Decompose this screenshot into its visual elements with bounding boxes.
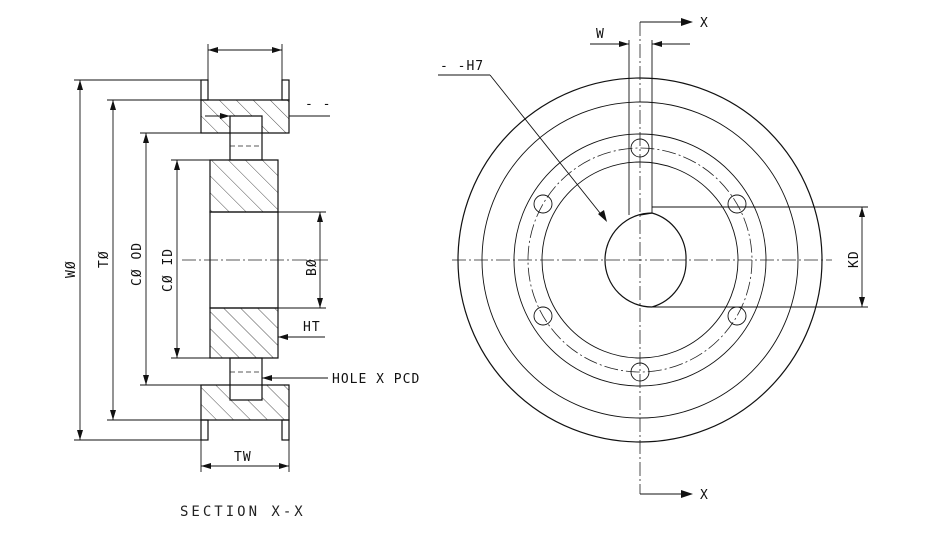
dim-top-width (207, 44, 283, 80)
label-dashes: - - (305, 97, 331, 112)
bottom-flange (200, 419, 209, 441)
label-wo: WØ (64, 260, 79, 278)
hatch-top-inner (209, 159, 279, 213)
bolt-hole-upper-right (727, 194, 747, 214)
dim-top-dash (205, 113, 330, 119)
dim-ht (278, 334, 325, 340)
section-caption: SECTION X-X (180, 504, 306, 520)
bolt-hole-upper-left (533, 194, 553, 214)
keyway-bottom (639, 212, 653, 216)
h7-leader (438, 74, 607, 222)
section-marker-bottom (640, 490, 693, 498)
dim-bo (278, 211, 326, 309)
dim-w (590, 41, 690, 47)
label-x-top: X (700, 16, 709, 31)
step-top (229, 132, 263, 161)
label-cid: CØ ID (161, 248, 176, 292)
label-x-bottom: X (700, 488, 709, 503)
dim-to (107, 99, 201, 421)
bottom-flange-right (281, 419, 290, 441)
label-to: TØ (97, 250, 112, 268)
dim-cod (140, 132, 230, 386)
label-tw: TW (234, 450, 252, 465)
dim-tw (200, 440, 290, 472)
step-bottom (229, 357, 263, 386)
label-kd: KD (847, 250, 862, 268)
top-flange-right (281, 79, 290, 101)
dim-cid (171, 159, 210, 359)
label-bo: BØ (305, 258, 320, 276)
front-view: W X X - -H7 KD (438, 16, 868, 503)
bolt-hole-lower-left (533, 306, 553, 326)
section-view: WØ TØ CØ OD CØ ID BØ HT TW HOLE X PCD - … (64, 44, 420, 520)
hole-pcd-leader (262, 375, 328, 381)
label-hole-pcd: HOLE X PCD (332, 372, 420, 387)
label-ht: HT (303, 320, 321, 335)
bolt-hole-lower-right (727, 306, 747, 326)
hatch-bottom-inner (209, 307, 279, 359)
top-flange (200, 79, 209, 101)
hatch-top-outer (200, 99, 290, 134)
dim-wo (74, 79, 201, 441)
label-cod: CØ OD (130, 242, 145, 286)
dim-kd (652, 206, 868, 308)
label-w: W (596, 27, 605, 42)
bore-with-keyway (604, 212, 653, 308)
hatch-bottom-outer (200, 384, 290, 421)
label-h7: - -H7 (440, 59, 484, 74)
section-marker-top (640, 18, 693, 26)
